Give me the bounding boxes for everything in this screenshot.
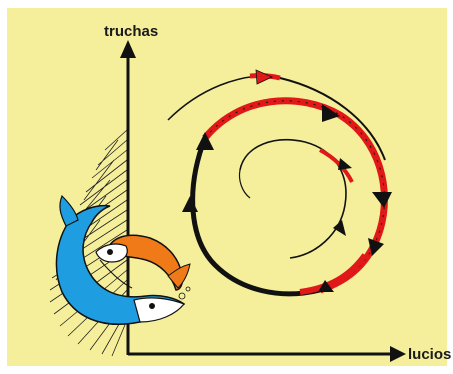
x-axis-label: lucios [408, 346, 451, 363]
y-axis-label: truchas [104, 23, 158, 40]
